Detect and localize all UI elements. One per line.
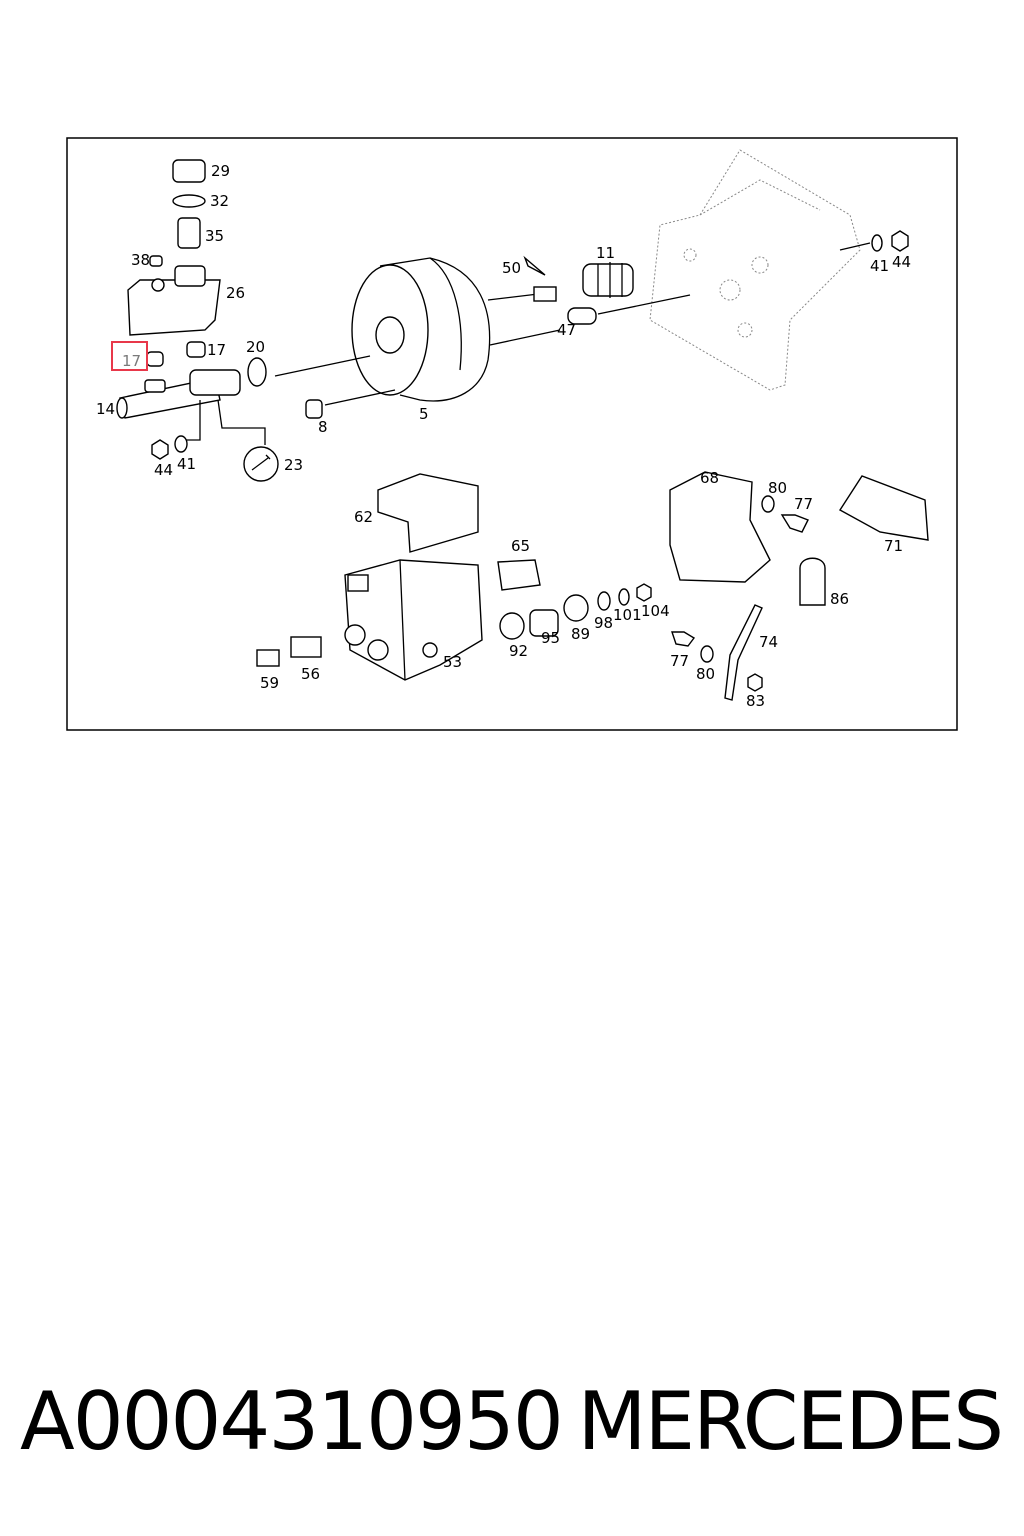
clip-86 xyxy=(799,557,826,606)
cotter-pin xyxy=(523,255,546,276)
highlight-box xyxy=(111,341,148,371)
label-59: 59 xyxy=(260,674,279,692)
label-95: 95 xyxy=(541,629,560,647)
brand-name: MERCEDES xyxy=(577,1375,1004,1468)
label-65: 65 xyxy=(511,537,530,555)
label-47: 47 xyxy=(557,321,576,339)
footer: A0004310950 MERCEDES xyxy=(0,1372,1024,1482)
small-plug xyxy=(149,255,163,267)
sleeve-95 xyxy=(529,609,559,637)
label-56: 56 xyxy=(301,665,320,683)
label-41a: 41 xyxy=(177,455,196,473)
label-71: 71 xyxy=(884,537,903,555)
hydraulic-unit xyxy=(344,559,483,681)
bracket-65 xyxy=(497,559,541,591)
bolt-77b xyxy=(671,631,696,647)
cap-part xyxy=(172,159,206,183)
label-44b: 44 xyxy=(892,253,911,271)
label-23: 23 xyxy=(284,456,303,474)
nut-44a xyxy=(151,439,169,460)
label-80a: 80 xyxy=(768,479,787,497)
label-98: 98 xyxy=(594,614,613,632)
label-50: 50 xyxy=(502,259,521,277)
bush-92 xyxy=(499,612,525,640)
bracket-71 xyxy=(839,475,929,541)
strainer xyxy=(177,217,201,249)
label-104: 104 xyxy=(641,602,670,620)
washer-41a xyxy=(174,435,188,453)
washer-98 xyxy=(597,591,611,611)
label-17: 17 xyxy=(207,341,226,359)
fluid-reservoir xyxy=(127,265,221,336)
strut-74 xyxy=(724,604,763,701)
bracket-68 xyxy=(669,471,771,583)
grommet-1 xyxy=(186,341,206,358)
relay-59 xyxy=(256,649,280,667)
part-number: A0004310950 xyxy=(20,1375,564,1468)
label-44a: 44 xyxy=(154,461,173,479)
boot xyxy=(582,262,634,298)
washer-80a xyxy=(761,495,775,513)
label-89: 89 xyxy=(571,625,590,643)
bulkhead-plate xyxy=(649,149,861,391)
brake-booster xyxy=(351,257,561,402)
label-74: 74 xyxy=(759,633,778,651)
master-cylinder xyxy=(116,369,266,445)
label-14: 14 xyxy=(96,400,115,418)
cover-62 xyxy=(377,473,479,553)
label-101: 101 xyxy=(613,606,642,624)
relay-56 xyxy=(290,636,322,658)
label-92: 92 xyxy=(509,642,528,660)
label-53: 53 xyxy=(443,653,462,671)
plug-8 xyxy=(305,399,323,419)
label-38: 38 xyxy=(131,251,150,269)
label-29: 29 xyxy=(211,162,230,180)
parts-diagram: 17 29 32 35 38 26 17 20 14 44 41 23 8 5 … xyxy=(66,137,958,731)
label-20: 20 xyxy=(246,338,265,356)
bush-89 xyxy=(563,594,589,622)
label-26: 26 xyxy=(226,284,245,302)
washer-101 xyxy=(618,588,630,606)
o-ring xyxy=(247,357,267,387)
label-83: 83 xyxy=(746,692,765,710)
nut-104 xyxy=(636,583,652,602)
highlight-label: 17 xyxy=(122,352,141,370)
label-32: 32 xyxy=(210,192,229,210)
nut-44b xyxy=(891,230,909,252)
label-77a: 77 xyxy=(794,495,813,513)
washer-80b xyxy=(700,645,714,663)
label-80b: 80 xyxy=(696,665,715,683)
label-68: 68 xyxy=(700,469,719,487)
label-86: 86 xyxy=(830,590,849,608)
label-62: 62 xyxy=(354,508,373,526)
label-77b: 77 xyxy=(670,652,689,670)
label-41b: 41 xyxy=(870,257,889,275)
nut-83 xyxy=(747,673,763,692)
washer-41b xyxy=(871,234,883,252)
label-5: 5 xyxy=(419,405,429,423)
bolt-77a xyxy=(780,514,809,533)
label-8: 8 xyxy=(318,418,328,436)
grommet-2 xyxy=(146,351,164,367)
label-35: 35 xyxy=(205,227,224,245)
seal-ring xyxy=(172,194,206,208)
label-11: 11 xyxy=(596,244,615,262)
clevis-pin xyxy=(567,307,597,325)
